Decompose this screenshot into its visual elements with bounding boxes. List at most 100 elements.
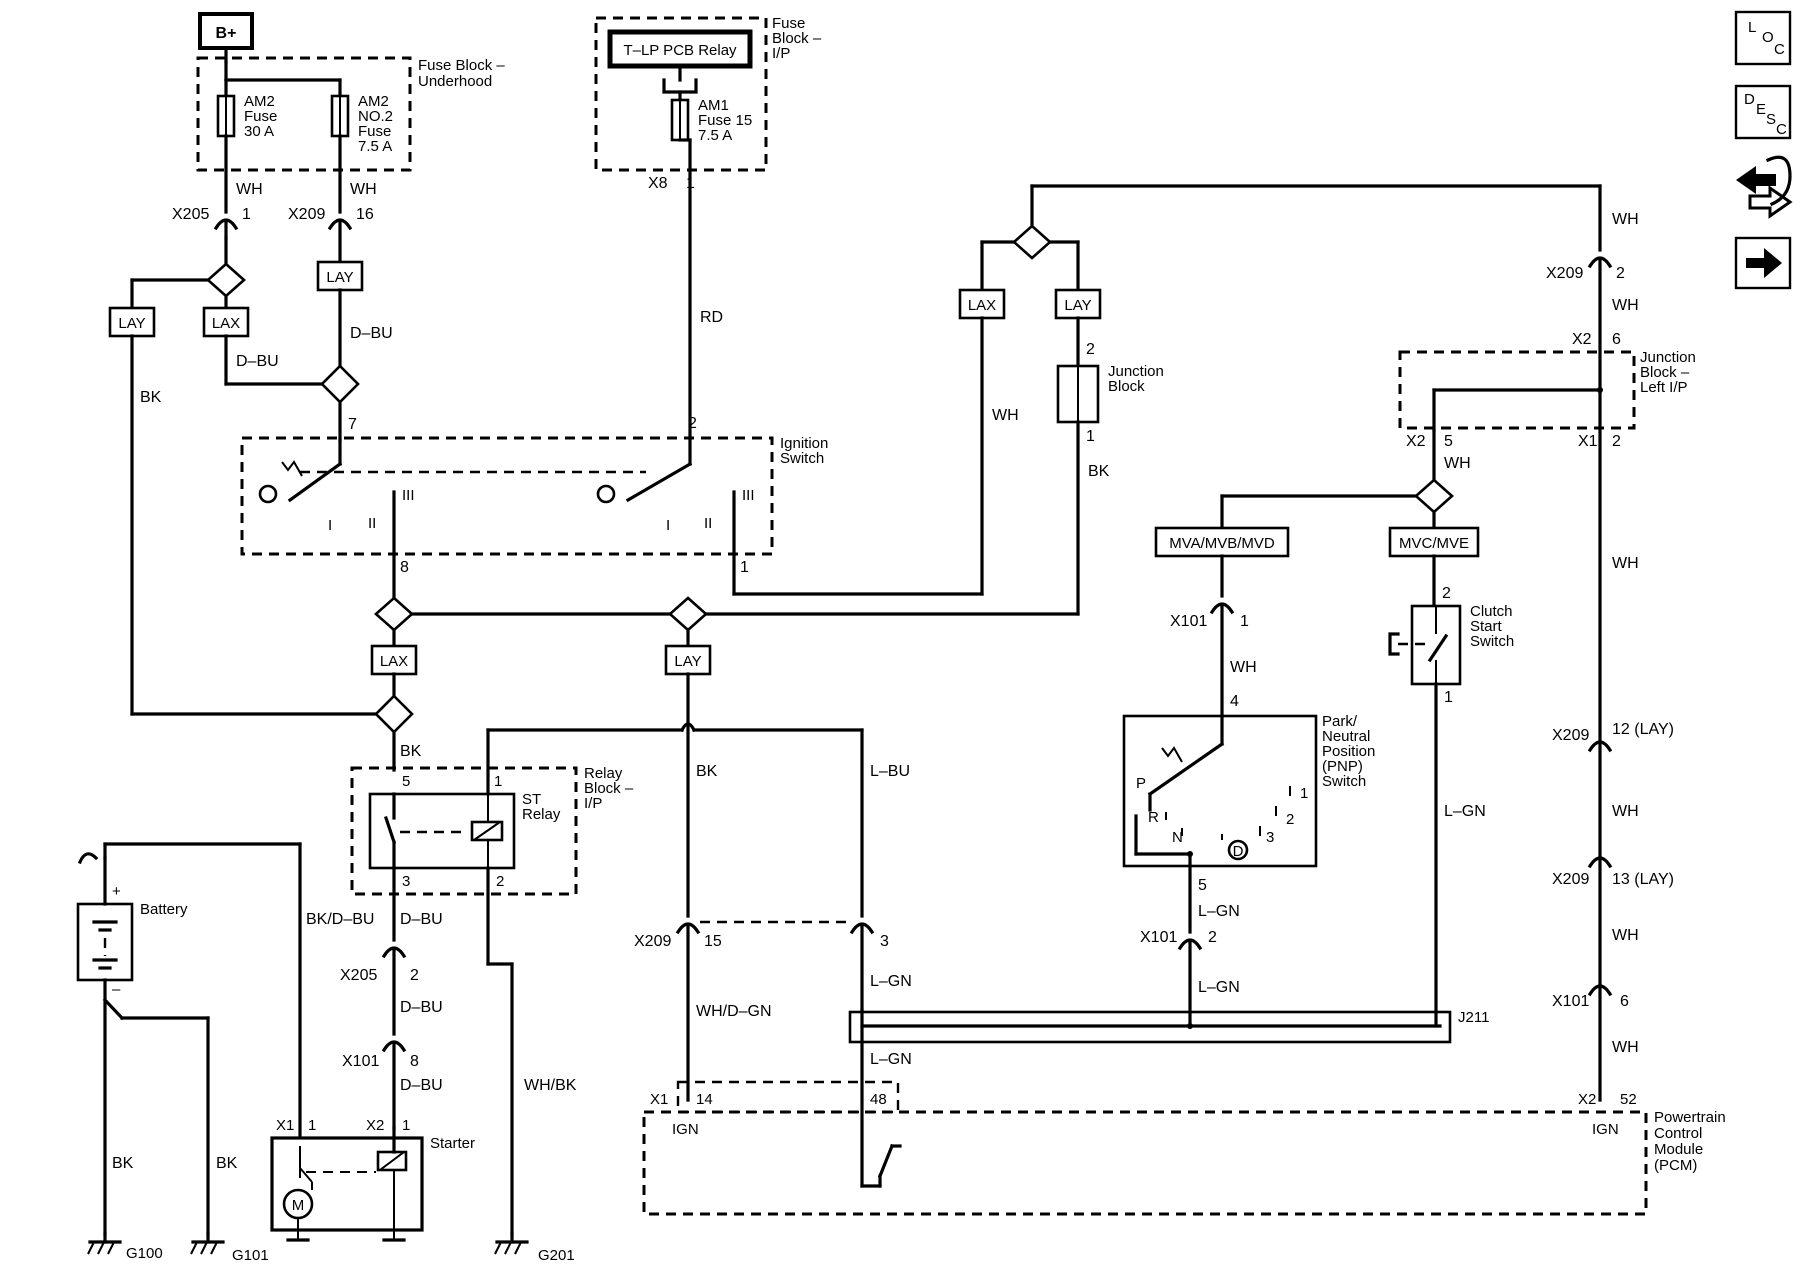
clutch-start-switch: Clutch Start Switch [1388,603,1514,686]
motor-icon: M [292,1197,305,1214]
option-lax-mid: LAX [958,288,1006,320]
desc-button[interactable]: D E S C [1734,84,1792,140]
pin-label: 6 [1612,331,1621,348]
option-lay-left: LAY [108,306,156,338]
wire-color-label: BK [696,763,718,780]
wire-color-label: BK/D–BU [306,911,374,928]
pcm-ign-label: IGN [1592,1121,1619,1138]
starter: Starter X1 1 X2 1 M [270,1117,475,1240]
fuse-block-ip-label-3: I/P [772,45,790,62]
fuse-am2-label-1: AM2 [244,93,275,110]
fuse-block-ip-label-1: Fuse [772,15,805,32]
wire-color-label: WH/BK [524,1077,577,1094]
jb-left-ip-label-1: Junction [1640,349,1696,366]
ground-label: G100 [126,1245,163,1262]
desc-icon-e: E [1756,101,1766,118]
battery-plus: + [112,883,121,900]
splice-diamond [1414,478,1454,514]
wire-color-label: D–BU [236,353,279,370]
pnp-pos-2: 2 [1286,811,1294,828]
pin-label: 12 (LAY) [1612,721,1674,738]
fuse-block-underhood-label-2: Underhood [418,73,492,90]
pin-label: 1 [308,1117,316,1134]
splice-diamond [1012,224,1052,260]
connector-label: X205 [340,967,377,984]
wire-color-label: L–GN [1198,979,1240,996]
ignition-switch-label-2: Switch [780,450,824,467]
jb-left-ip-label-2: Block – [1640,364,1690,381]
connector-label: X209 [634,933,671,950]
connector-x209-2: X209 2 [1546,256,1625,1102]
wire-color-label: BK [1088,463,1110,480]
fuse-am2-label-3: 30 A [244,123,274,140]
splice-diamond [374,596,414,632]
wire-color-label: L–GN [870,973,912,990]
ground-label: G201 [538,1247,575,1264]
pin-label: 1 [686,175,695,192]
connector-x205-1: X205 1 [172,206,251,240]
loc-button[interactable]: L O C [1734,10,1792,66]
pin-label: 1 [1240,613,1249,630]
fuse-am2-no2-label-3: Fuse [358,123,391,140]
desc-icon-s: S [1766,111,1776,128]
battery-minus: – [112,981,121,998]
pin-label: 13 (LAY) [1612,871,1674,888]
option-label: LAX [212,315,240,332]
ign-pos-1: I [666,517,670,534]
pnp-pos-d: D [1233,843,1244,860]
battery-label: Battery [140,901,188,918]
connector-label: X8 [648,175,668,192]
pin-label: 1 [494,773,502,790]
option-label: LAY [118,315,145,332]
fuse-am1-label-3: 7.5 A [698,127,732,144]
connector-x209-16: X209 16 [288,206,374,264]
connector-label: X2 [1578,1091,1596,1108]
pnp-label-5: Switch [1322,773,1366,790]
relay-block-label-1: Relay [584,765,623,782]
fuse-am1-label-1: AM1 [698,97,729,114]
pcm-label-2: Control [1654,1125,1702,1142]
pin-label: 2 [1442,585,1451,602]
fuse-block-underhood-label-1: Fuse Block – [418,57,505,74]
jb-left-ip-label-3: Left I/P [1640,379,1688,396]
connector-label: X1 [650,1091,668,1108]
right-arrow-icon [1746,248,1782,278]
pin-label: 6 [1620,993,1629,1010]
battery: Battery + – [76,883,188,998]
junction-block-label-1: Junction [1108,363,1164,380]
pin-label: 4 [1230,693,1239,710]
pnp-label-3: Position [1322,743,1375,760]
option-label: MVA/MVB/MVD [1169,535,1275,552]
battery-terminal-hook-icon [77,852,99,865]
power-source-b-plus: B+ [198,12,254,64]
wire-color-label: D–BU [400,911,443,928]
connector-tool-icon[interactable] [1736,155,1793,219]
connector-x101-2: X101 2 [1140,929,1217,1028]
splice-diamond [320,364,360,404]
pin-label: 1 [402,1117,410,1134]
option-mvc-mve: MVC/MVE [1388,526,1480,558]
b-plus-label: B+ [216,25,237,42]
pin-label: 1 [740,559,749,576]
st-relay-label-1: ST [522,791,541,808]
ground-g100: G100 [87,1232,163,1262]
option-label: LAX [968,297,996,314]
connector-label: X1 [1578,433,1598,450]
pin-label: 2 [1208,929,1217,946]
connector-label: X209 [1546,265,1583,282]
st-relay-label-2: Relay [522,806,561,823]
connector-label: X1 [276,1117,294,1134]
option-label: LAY [1064,297,1091,314]
next-arrow-button[interactable] [1734,236,1792,290]
loc-icon-o: O [1762,29,1774,46]
starter-label: Starter [430,1135,475,1152]
splice-diamond [374,694,414,734]
pin-label: 8 [410,1053,419,1070]
pin-label: 16 [356,206,374,223]
pin-label: 14 [696,1091,713,1108]
option-lax-left: LAX [202,306,250,338]
relay-block-ip: Relay Block – I/P ST Relay 5 1 3 2 [350,765,634,896]
connector-label: X209 [288,206,325,223]
ignition-switch: Ignition Switch I II III I II III [240,435,828,556]
